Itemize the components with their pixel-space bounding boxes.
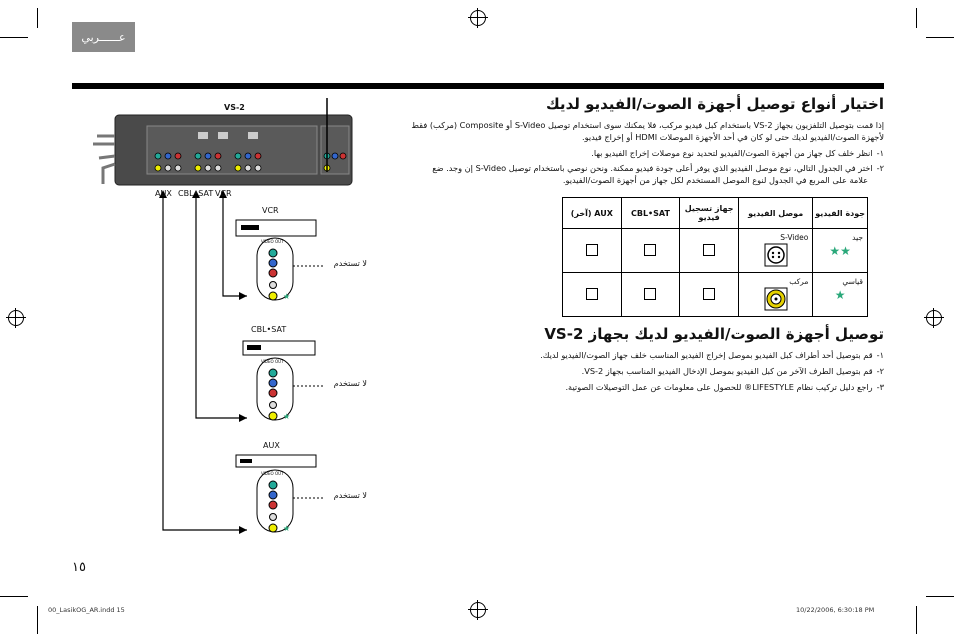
step-number: ٣-	[876, 382, 884, 392]
registration-mark-icon	[924, 308, 944, 328]
intro-line-2: لأجهزة الصوت/الفيديو لديك حتى لو كان في …	[582, 132, 884, 142]
device-label-cblsat: CBL•SAT	[251, 325, 287, 334]
checkbox-cell[interactable]	[679, 272, 739, 317]
registration-mark-icon	[6, 308, 26, 328]
input-label-aux: AUX	[155, 189, 172, 198]
step-number: ٢-	[876, 366, 884, 376]
checkbox-cell[interactable]	[679, 228, 739, 273]
device-label-aux: AUX	[263, 441, 280, 450]
quality-label: جيد	[852, 233, 863, 242]
quality-cell: قياسي ★	[812, 272, 868, 317]
table-header: موصل الفيديو	[737, 197, 814, 229]
composite-connector-icon	[764, 287, 788, 310]
crop-mark	[0, 37, 28, 38]
checkbox[interactable]	[703, 243, 716, 256]
step-text: انظر خلف كل جهاز من أجهزة الصوت/الفيديو …	[591, 148, 873, 158]
wiring-diagram: ★ ★ ★	[93, 98, 353, 534]
video-out-label: VIDEO OUT	[261, 359, 284, 364]
intro-line-1: إذا قمت بتوصيل التلفزيون بجهاز VS-2 باست…	[411, 120, 884, 130]
unused-label: لا تستخدم	[333, 259, 367, 268]
connect-step1: ١-قم بتوصيل أحد أطراف كبل الفيديو بموصل …	[540, 349, 884, 361]
checkbox[interactable]	[585, 287, 598, 300]
step-text: قم بتوصيل الطرف الآخر من كبل الفيديو بمو…	[581, 366, 873, 376]
registration-mark-icon	[468, 600, 488, 620]
step-number: ١-	[876, 350, 884, 360]
table-header: جهاز تسجيل فيديو	[679, 197, 739, 229]
crop-mark	[916, 8, 917, 28]
language-tab: عــــــربي	[72, 22, 135, 52]
table-row: قياسي ★ مركب	[562, 272, 868, 317]
video-out-label: VIDEO OUT	[261, 239, 284, 244]
quality-cell: جيد ★★	[812, 228, 868, 273]
registration-mark-icon	[468, 8, 488, 28]
footer-file: 00_LasikOG_AR.indd 15	[48, 606, 125, 614]
connect-step3: ٣-راجع دليل تركيب نظام LIFESTYLE® للحصول…	[565, 381, 884, 393]
svideo-connector-icon	[764, 243, 788, 266]
connection-table: جودة الفيديو موصل الفيديو جهاز تسجيل فيد…	[562, 197, 868, 317]
header-rule	[72, 83, 884, 89]
connect-step2: ٢-قم بتوصيل الطرف الآخر من كبل الفيديو ب…	[582, 365, 884, 377]
rating-stars: ★	[834, 287, 846, 302]
crop-mark	[916, 606, 917, 634]
connector-cell: مركب	[737, 272, 814, 317]
checkbox[interactable]	[585, 243, 598, 256]
step2-line1: ٢-اختر في الجدول التالي، نوع موصل الفيدي…	[432, 162, 884, 174]
checkbox-cell[interactable]	[620, 272, 681, 317]
device-label-vcr: VCR	[262, 206, 279, 215]
step-number: ٢-	[876, 163, 884, 173]
table-header: CBL•SAT	[620, 197, 681, 229]
footer-timestamp: 10/22/2006, 6:30:18 PM	[796, 606, 875, 614]
step-text: راجع دليل تركيب نظام LIFESTYLE® للحصول ع…	[565, 382, 873, 392]
step-text: اختر في الجدول التالي، نوع موصل الفيديو …	[432, 163, 873, 173]
connector-cell: S-Video	[737, 228, 814, 273]
crop-mark	[926, 37, 954, 38]
crop-mark	[37, 606, 38, 634]
unused-label: لا تستخدم	[333, 379, 367, 388]
page-number: ١٥	[72, 560, 86, 575]
crop-mark	[0, 596, 28, 597]
table-header: جودة الفيديو	[812, 197, 868, 229]
quality-label: قياسي	[842, 277, 863, 286]
step1: ١-انظر خلف كل جهاز من أجهزة الصوت/الفيدي…	[591, 147, 884, 159]
checkbox-cell[interactable]	[620, 228, 681, 273]
crop-mark	[37, 8, 38, 28]
table-row: جيد ★★ S-Video	[562, 228, 868, 273]
crop-mark	[926, 596, 954, 597]
video-out-label: VIDEO OUT	[261, 471, 284, 476]
section2-title: توصيل أجهزة الصوت/الفيديو لديك بجهاز VS-…	[544, 325, 884, 343]
section1-title: اختيار أنواع توصيل أجهزة الصوت/الفيديو ل…	[545, 95, 884, 113]
connector-label: مركب	[789, 277, 809, 286]
input-label-cblsat: CBL•SAT	[178, 189, 214, 198]
step2-line2: علامة على المربع في الجدول لنوع الموصل ا…	[562, 175, 868, 185]
checkbox[interactable]	[703, 287, 716, 300]
step-number: ١-	[876, 148, 884, 158]
svg-text:★: ★	[283, 292, 290, 301]
svg-text:★: ★	[283, 412, 290, 421]
connection-diagram: VS-2	[85, 98, 385, 548]
table-header: AUX (آخر)	[562, 197, 622, 229]
step-text: قم بتوصيل أحد أطراف كبل الفيديو بموصل إخ…	[540, 350, 873, 360]
checkbox-cell[interactable]	[562, 272, 622, 317]
checkbox-cell[interactable]	[562, 228, 622, 273]
input-label-vcr: VCR	[215, 189, 232, 198]
svg-text:★: ★	[283, 524, 290, 533]
checkbox[interactable]	[644, 287, 657, 300]
checkbox[interactable]	[644, 243, 657, 256]
connector-label: S-Video	[780, 233, 809, 242]
vs2-label: VS-2	[224, 103, 245, 112]
unused-label: لا تستخدم	[333, 491, 367, 500]
rating-stars: ★★	[829, 243, 851, 258]
